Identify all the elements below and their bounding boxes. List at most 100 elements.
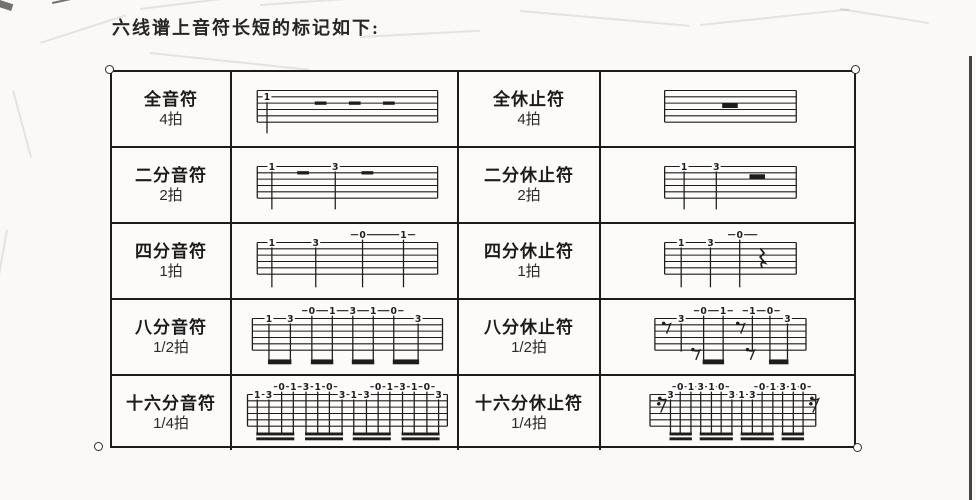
scan-smudge [52,0,86,4]
svg-text:1: 1 [769,382,775,393]
svg-text:0: 0 [717,382,723,393]
svg-text:0: 0 [423,382,429,393]
note-name: 十六分音符 [126,394,216,414]
svg-text:0: 0 [758,382,764,393]
svg-text:1: 1 [719,306,725,317]
svg-text:1: 1 [790,382,796,393]
page-title: 六线谱上音符长短的标记如下: [112,18,380,38]
svg-text:0: 0 [278,382,284,393]
svg-text:1: 1 [680,162,686,173]
scan-smudge [12,90,33,159]
selection-handle-bottom-right[interactable] [853,443,862,452]
scan-smudge [260,0,470,6]
svg-text:3: 3 [265,390,271,401]
svg-text:3: 3 [697,382,703,393]
svg-text:0: 0 [326,382,332,393]
whole-note-tab-diagram: 1 [256,89,438,134]
svg-text:3: 3 [779,382,785,393]
svg-text:0: 0 [677,382,683,393]
rest-beats: 2拍 [517,186,541,204]
note-beats: 1/2拍 [153,338,189,356]
scan-smudge [700,8,850,26]
svg-text:3: 3 [349,306,355,317]
note-name: 八分音符 [135,318,207,338]
rest-beats: 1/4拍 [511,414,547,432]
svg-text:0: 0 [308,306,314,317]
svg-text:3: 3 [399,382,405,393]
svg-text:1: 1 [749,306,755,317]
svg-text:1: 1 [687,382,693,393]
svg-text:1: 1 [314,382,320,393]
note-beats: 1拍 [159,262,183,280]
rest-beats: 1/2拍 [511,338,547,356]
selection-handle-bottom-left[interactable] [94,442,103,451]
scan-smudge [140,0,270,10]
svg-text:1: 1 [350,390,356,401]
svg-text:1: 1 [738,390,744,401]
rest-tab-cell [601,72,854,148]
whole-rest-tab-diagram [663,89,797,123]
rest-beats: 4拍 [517,110,541,128]
svg-text:0: 0 [374,382,380,393]
svg-text:1: 1 [268,238,274,249]
note-name-cell: 十六分音符 1/4拍 [112,376,232,450]
note-name-cell: 四分音符 1拍 [112,224,232,300]
svg-text:0: 0 [359,230,365,241]
rest-name-cell: 十六分休止符 1/4拍 [459,376,601,450]
svg-text:3: 3 [302,382,308,393]
svg-text:3: 3 [435,390,441,401]
note-beats: 4拍 [159,110,183,128]
note-name-cell: 八分音符 1/2拍 [112,300,232,376]
selection-handle-top-right[interactable] [851,65,860,74]
note-name-cell: 二分音符 2拍 [112,148,232,224]
svg-text:3: 3 [728,390,734,401]
svg-text:3: 3 [312,238,318,249]
svg-text:3: 3 [287,314,293,325]
svg-text:3: 3 [414,314,420,325]
note-tab-cell: 1 [232,72,459,148]
page-edge-line [969,56,972,500]
svg-text:1: 1 [370,306,376,317]
rest-beats: 1拍 [517,262,541,280]
svg-text:3: 3 [677,314,683,325]
scan-smudge [519,10,690,27]
scan-smudge [0,229,8,290]
svg-text:1: 1 [263,92,269,103]
rest-name-cell: 全休止符 4拍 [459,72,601,148]
rest-name: 四分休止符 [484,242,574,262]
svg-text:3: 3 [667,390,673,401]
svg-text:1: 1 [329,306,335,317]
svg-text:1: 1 [386,382,392,393]
rest-name: 十六分休止符 [475,394,583,414]
svg-text:1: 1 [265,314,271,325]
svg-text:1: 1 [254,390,260,401]
note-beats: 1/4拍 [153,414,189,432]
svg-text:0: 0 [700,306,706,317]
selection-handle-top-left[interactable] [105,65,114,74]
svg-text:1: 1 [411,382,417,393]
svg-text:1: 1 [708,382,714,393]
rest-name-cell: 八分休止符 1/2拍 [459,300,601,376]
svg-text:1: 1 [268,162,274,173]
rest-name-cell: 二分休止符 2拍 [459,148,601,224]
svg-text:1: 1 [677,238,683,249]
note-beats: 2拍 [159,186,183,204]
svg-text:1: 1 [290,382,296,393]
svg-text:3: 3 [713,162,719,173]
note-name-cell: 全音符 4拍 [112,72,232,148]
svg-text:3: 3 [707,238,713,249]
svg-text:0: 0 [390,306,396,317]
scan-smudge [839,8,929,25]
